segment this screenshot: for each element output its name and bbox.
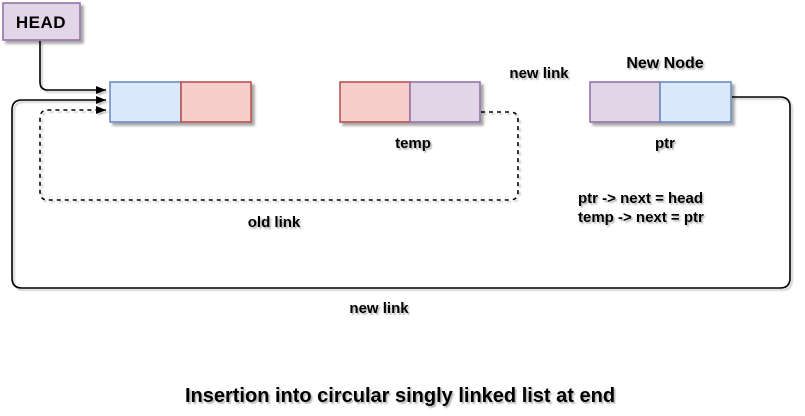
first-node-next-cell <box>180 81 252 123</box>
new-node <box>589 81 732 123</box>
old-link-label: old link <box>248 214 301 231</box>
new-node-data-cell <box>589 81 661 123</box>
temp-node-next-cell <box>409 81 481 123</box>
new-link-top-label: new link <box>509 65 569 82</box>
new-node-next-cell <box>659 81 732 123</box>
code-line-2: temp -> next = ptr <box>578 209 704 226</box>
first-node <box>109 81 252 123</box>
head-label: HEAD <box>16 13 66 32</box>
diagram-title: Insertion into circular singly linked li… <box>185 385 615 407</box>
new-link-loop <box>11 96 791 289</box>
temp-node <box>339 81 481 123</box>
head-box: HEAD <box>2 2 81 41</box>
temp-label: temp <box>395 135 431 152</box>
ptr-label: ptr <box>655 135 675 152</box>
code-line-1: ptr -> next = head <box>578 190 703 207</box>
new-node-heading: New Node <box>626 55 703 72</box>
old-link-loop <box>39 106 519 201</box>
head-to-first-arrow <box>39 41 106 94</box>
new-link-bottom-label: new link <box>349 300 409 317</box>
temp-node-data-cell <box>339 81 411 123</box>
first-node-data-cell <box>109 81 182 123</box>
